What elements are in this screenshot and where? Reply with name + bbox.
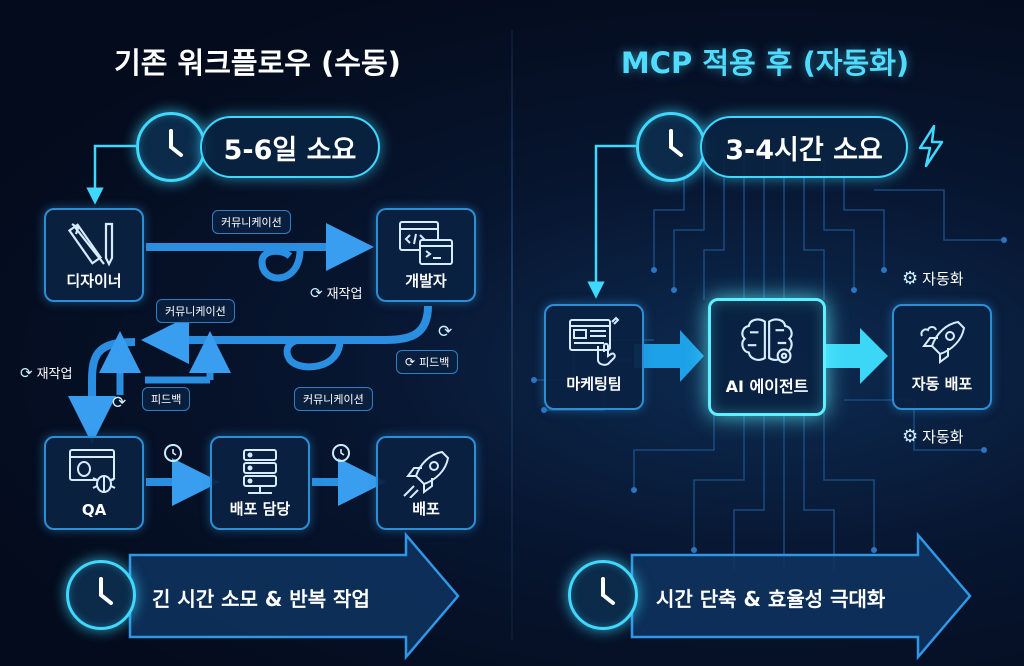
brain-icon [741,318,793,364]
auto-label-top-text: 자동화 [922,270,964,288]
auto-label-top: ⚙ 자동화 [902,268,964,289]
left-time-badge-text: 5-6일 소요 [223,134,357,166]
dashboard-touch-icon [569,316,620,366]
rework-label-left-text: 재작업 [36,367,73,382]
rocket-icon [403,450,450,498]
clock-icon [164,444,182,462]
server-icon [243,449,277,494]
tag-communication-low: 커뮤니케이션 [294,387,373,411]
left-panel-title: 기존 워크플로우 (수동) [114,46,401,80]
left-flow-arrows [68,144,460,661]
rocket-icon [920,320,966,364]
node-marketing: 마케팅팀 [544,304,644,410]
node-qa: QA [44,436,144,530]
center-divider [511,30,513,640]
tag-feedback-left: 피드백 [142,387,191,411]
node-auto-deploy: 자동 배포 [892,304,992,410]
refresh-icon: ⟳ [438,322,453,342]
right-panel-title: MCP 적용 후 (자동화) [620,46,910,80]
gear-icon: ⚙ [902,268,919,289]
refresh-icon: ⟳ [20,363,33,382]
clock-icon [136,112,206,182]
clock-icon [332,444,350,462]
auto-label-bottom-text: 자동화 [922,428,964,446]
node-ai-agent-label: AI 에이전트 [725,377,809,396]
node-deploy-manager-label: 배포 담당 [229,500,291,518]
tag-feedback-right: ⟳ 피드백 [396,350,459,374]
auto-label-bottom: ⚙ 자동화 [902,426,964,447]
right-time-badge-text: 3-4시간 소요 [725,134,883,166]
lightning-icon [918,124,944,168]
right-time-badge: 3-4시간 소요 [700,116,908,178]
refresh-icon: ⟳ [405,355,416,369]
right-banner-text: 시간 단축 & 효율성 극대화 [656,587,886,611]
node-designer-label: 디자이너 [66,272,122,290]
tag-communication-top: 커뮤니케이션 [212,210,291,234]
node-marketing-label: 마케팅팀 [566,375,622,393]
refresh-icon: ⟳ [310,283,323,302]
node-deploy-label: 배포 [412,500,440,518]
gear-icon: ⚙ [902,426,919,447]
node-ai-agent: AI 에이전트 [708,298,826,416]
tag-feedback-right-text: 피드백 [419,356,450,369]
node-developer-label: 개발자 [405,272,447,290]
node-deploy-manager: 배포 담당 [210,436,310,530]
bug-icon [69,449,116,493]
clock-icon [66,560,136,630]
left-banner-text: 긴 시간 소모 & 반복 작업 [152,587,370,611]
node-developer: 개발자 [376,208,476,302]
node-auto-deploy-label: 자동 배포 [911,375,973,393]
design-tools-icon [67,222,114,267]
node-designer: 디자이너 [44,208,144,302]
node-deploy: 배포 [376,436,476,530]
node-qa-label: QA [81,501,107,519]
clock-icon [568,560,638,630]
code-window-icon [399,221,453,265]
right-flow-arrows [587,144,972,661]
rework-label-top: ⟳ 재작업 [310,283,363,303]
clock-icon [636,112,706,182]
refresh-icon: ⟳ [112,393,127,413]
tag-communication-mid: 커뮤니케이션 [156,299,235,323]
rework-label-left: ⟳ 재작업 [20,363,73,383]
rework-label-top-text: 재작업 [326,287,363,302]
left-time-badge: 5-6일 소요 [200,116,380,178]
